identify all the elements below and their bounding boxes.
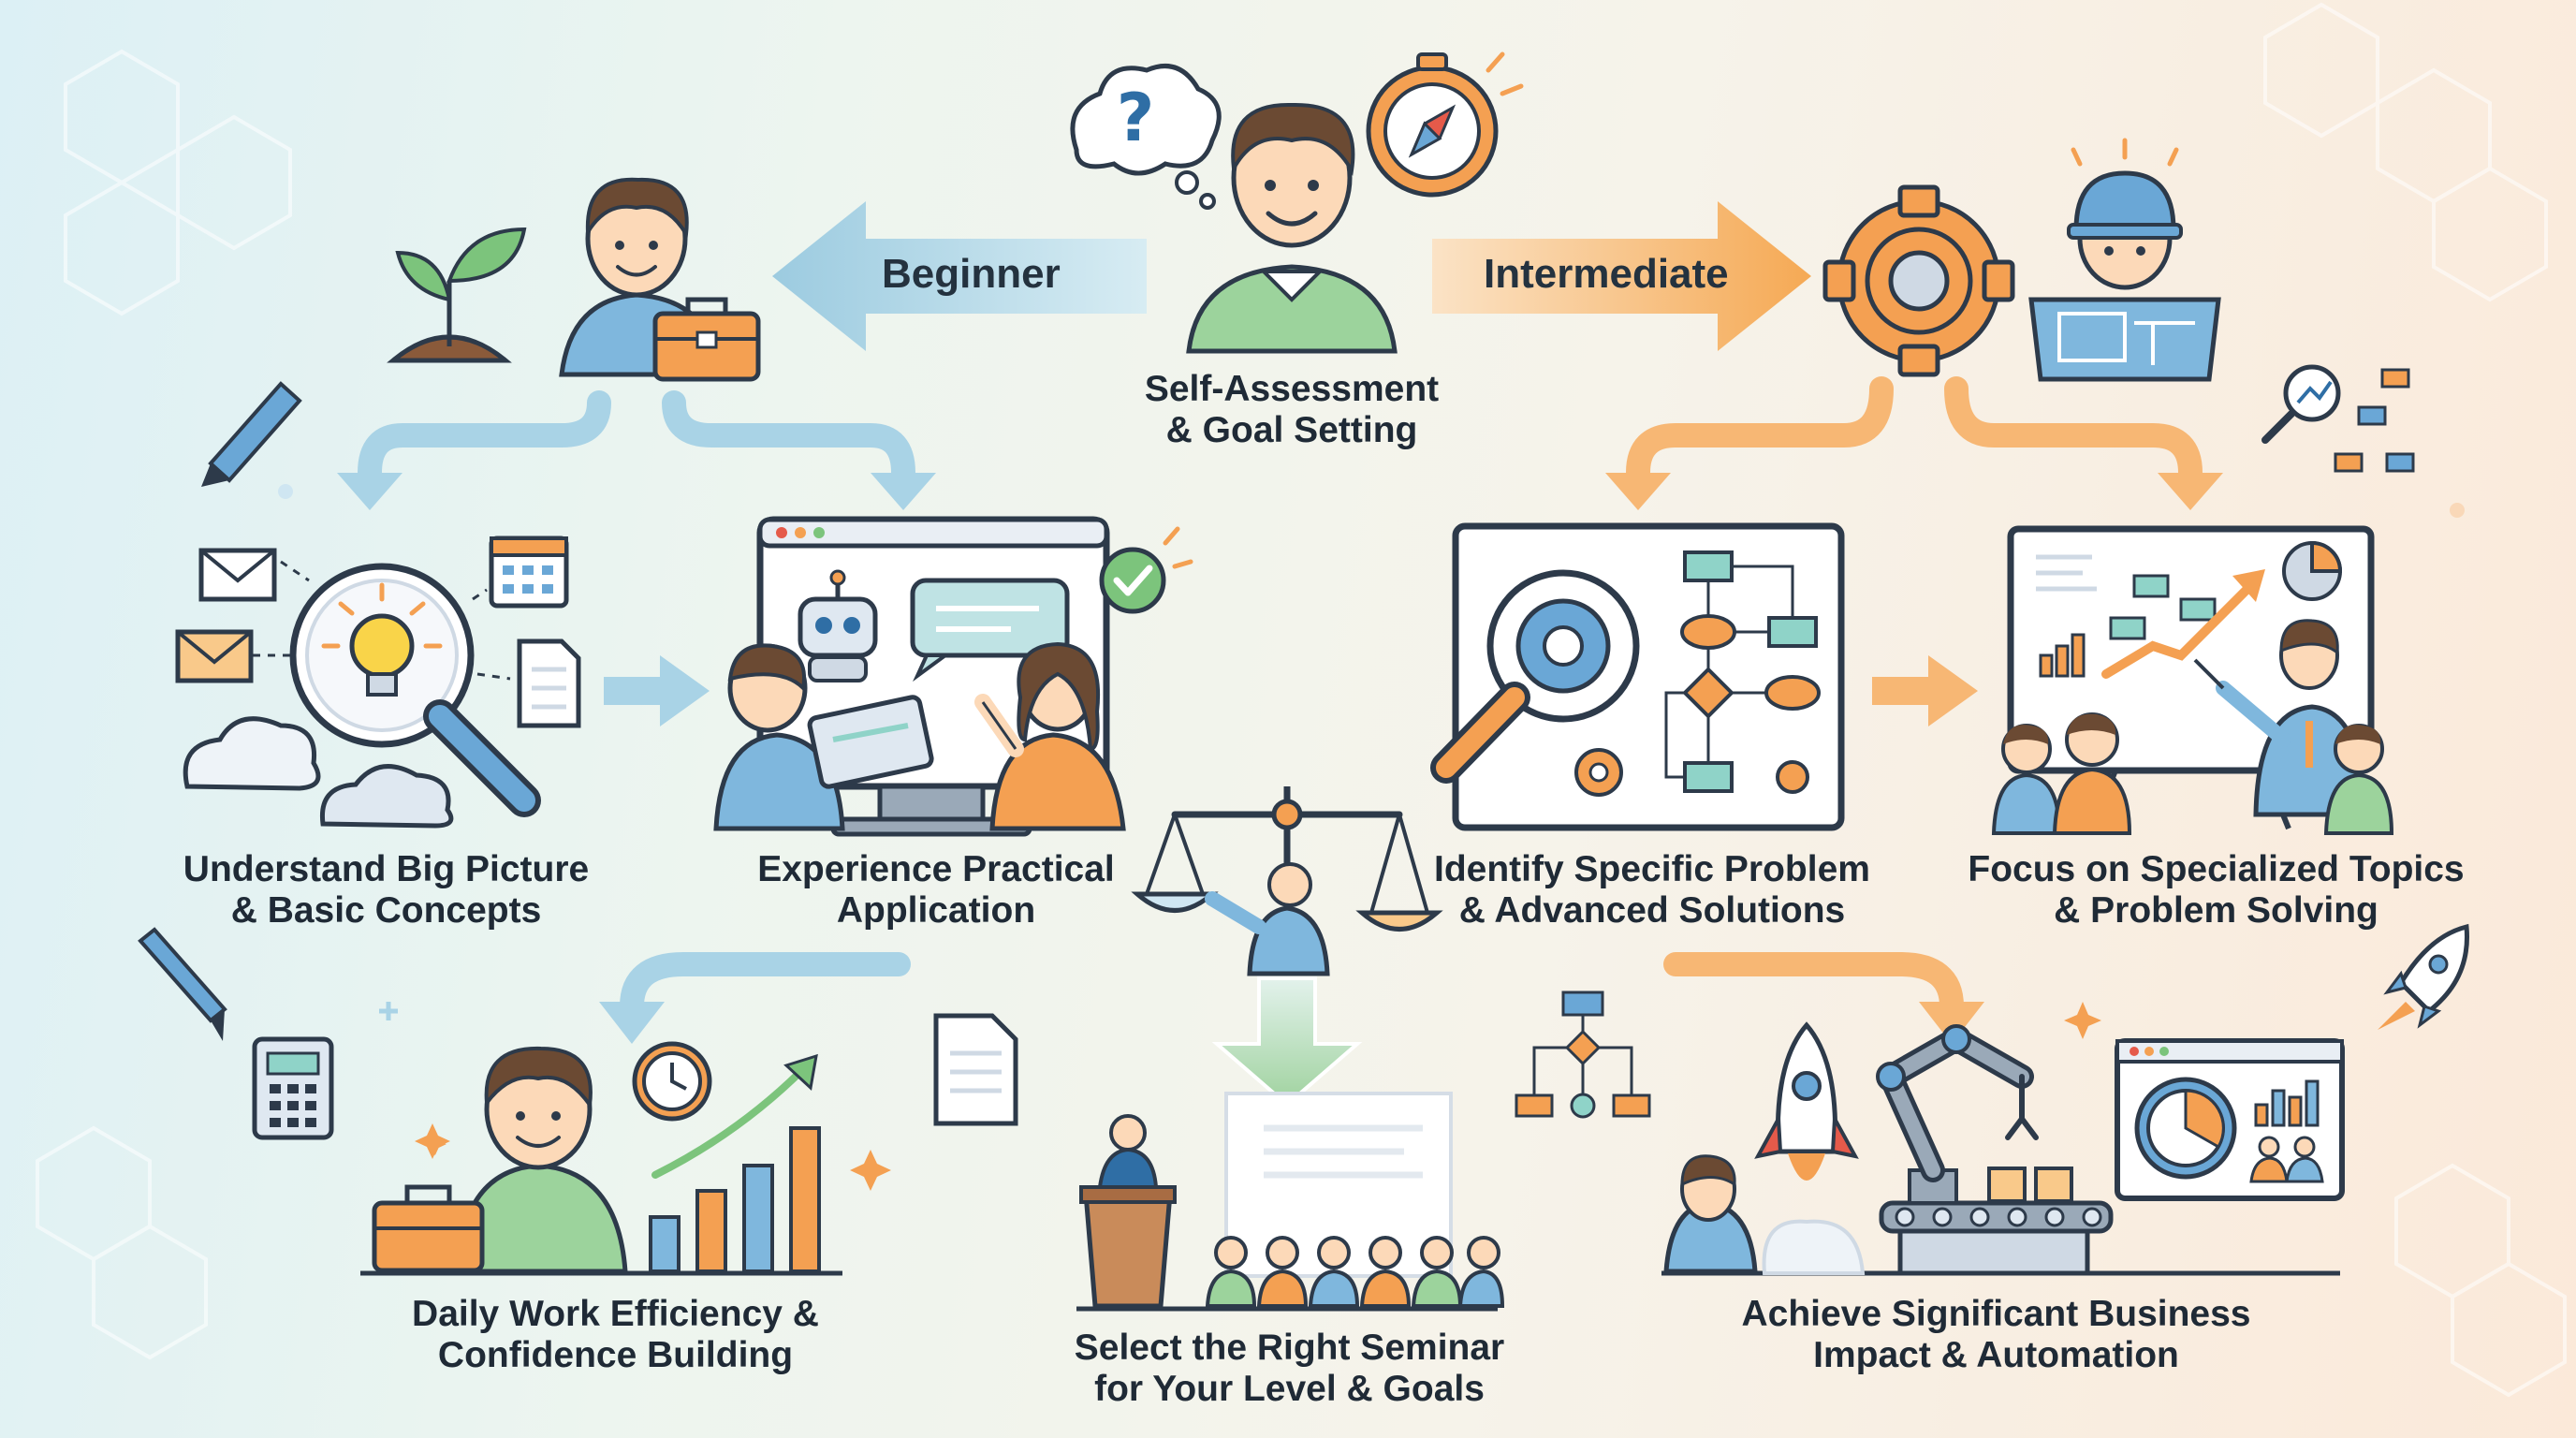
toolbox-icon: [652, 297, 761, 382]
step-daily-label: Daily Work Efficiency & Confidence Build…: [374, 1294, 856, 1376]
step-impact-line1: Achieve Significant Business: [1741, 1294, 2251, 1334]
analytics-flow-icon: [2261, 364, 2415, 473]
intermediate-split-arrow-left-head: [1605, 473, 1671, 510]
intermediate-arrow: [1432, 201, 1811, 351]
step-big-picture-label: Understand Big Picture & Basic Concepts: [140, 849, 632, 932]
beginner-arrow: [772, 201, 1147, 351]
process-flow-icon: [1515, 990, 1651, 1119]
step-seminar-line2: for Your Level & Goals: [1094, 1369, 1485, 1409]
intermediate-label: Intermediate: [1484, 251, 1729, 297]
identify-to-specialized-arrow: [1872, 655, 1978, 726]
large-gear-icon: [1822, 184, 2015, 377]
step-impact-label: Achieve Significant Business Impact & Au…: [1732, 1294, 2261, 1376]
balance-scale-icon: [1131, 786, 1443, 976]
step-practical-label: Experience Practical Application: [716, 849, 1156, 932]
decorative-dots: [278, 484, 2465, 1020]
beginner-split-arrow-left-head: [337, 473, 402, 510]
step-practical-line2: Application: [836, 890, 1036, 931]
step-daily-line1: Daily Work Efficiency &: [412, 1294, 819, 1334]
self-assessment-title-line2: & Goal Setting: [1165, 410, 1418, 450]
question-bubble-icon: ?: [1070, 64, 1222, 210]
compass-icon: [1366, 51, 1524, 198]
self-assessment-title-line1: Self-Assessment: [1144, 369, 1440, 409]
beginner-split-arrow-right-head: [871, 473, 936, 510]
seminar-illustration: [1076, 1092, 1505, 1312]
step-daily-line2: Confidence Building: [437, 1335, 794, 1375]
big-picture-illustration: [175, 536, 581, 829]
step-specialized-label: Focus on Specialized Topics & Problem So…: [1947, 849, 2485, 932]
step-practical-line1: Experience Practical: [757, 849, 1115, 889]
step-big-picture-line2: & Basic Concepts: [230, 890, 542, 931]
daily-efficiency-illustration: [360, 1041, 891, 1276]
hexagon-pattern: [36, 2, 2567, 1398]
step-identify-line1: Identify Specific Problem: [1434, 849, 1870, 889]
identify-problem-illustration: [1430, 522, 1845, 831]
big-to-practical-arrow: [604, 655, 710, 726]
engineer-with-blueprint-icon: [2028, 138, 2221, 382]
beginner-split-arrows: [358, 390, 915, 485]
pen-icon: [201, 381, 302, 487]
step-big-picture-line1: Understand Big Picture: [183, 849, 590, 889]
self-assessment-person-icon: [1186, 102, 1398, 354]
step-identify-line2: & Advanced Solutions: [1458, 890, 1846, 931]
document-icon: [933, 1013, 1018, 1126]
business-impact-illustration: [1661, 1021, 2345, 1276]
svg-text:?: ?: [1117, 80, 1155, 156]
specialized-topics-illustration: [1991, 525, 2394, 835]
rocket-icon: [2378, 923, 2469, 1030]
select-down-arrow: [1211, 976, 1363, 1108]
identify-to-impact-arrow: [1663, 952, 1984, 1044]
self-assessment-title: Self-Assessment & Goal Setting: [1100, 369, 1484, 451]
intermediate-split-arrows: [1626, 376, 2203, 485]
step-seminar-label: Select the Right Seminar for Your Level …: [1048, 1328, 1530, 1410]
step-specialized-line2: & Problem Solving: [2054, 890, 2378, 931]
beginner-label: Beginner: [882, 251, 1061, 297]
step-seminar-line1: Select the Right Seminar: [1074, 1328, 1505, 1368]
step-specialized-line1: Focus on Specialized Topics: [1968, 849, 2465, 889]
practical-application-illustration: [713, 516, 1193, 837]
calculator-icon: [252, 1036, 334, 1140]
pen-icon-lower: [138, 927, 227, 1041]
step-impact-line2: Impact & Automation: [1813, 1335, 2179, 1375]
intermediate-split-arrow-right-head: [2158, 473, 2223, 510]
practical-to-daily-arrow: [599, 952, 911, 1044]
sprout-icon: [387, 227, 527, 363]
step-identify-label: Identify Specific Problem & Advanced Sol…: [1404, 849, 1900, 932]
sparkle-icon: [2064, 1002, 2101, 1039]
